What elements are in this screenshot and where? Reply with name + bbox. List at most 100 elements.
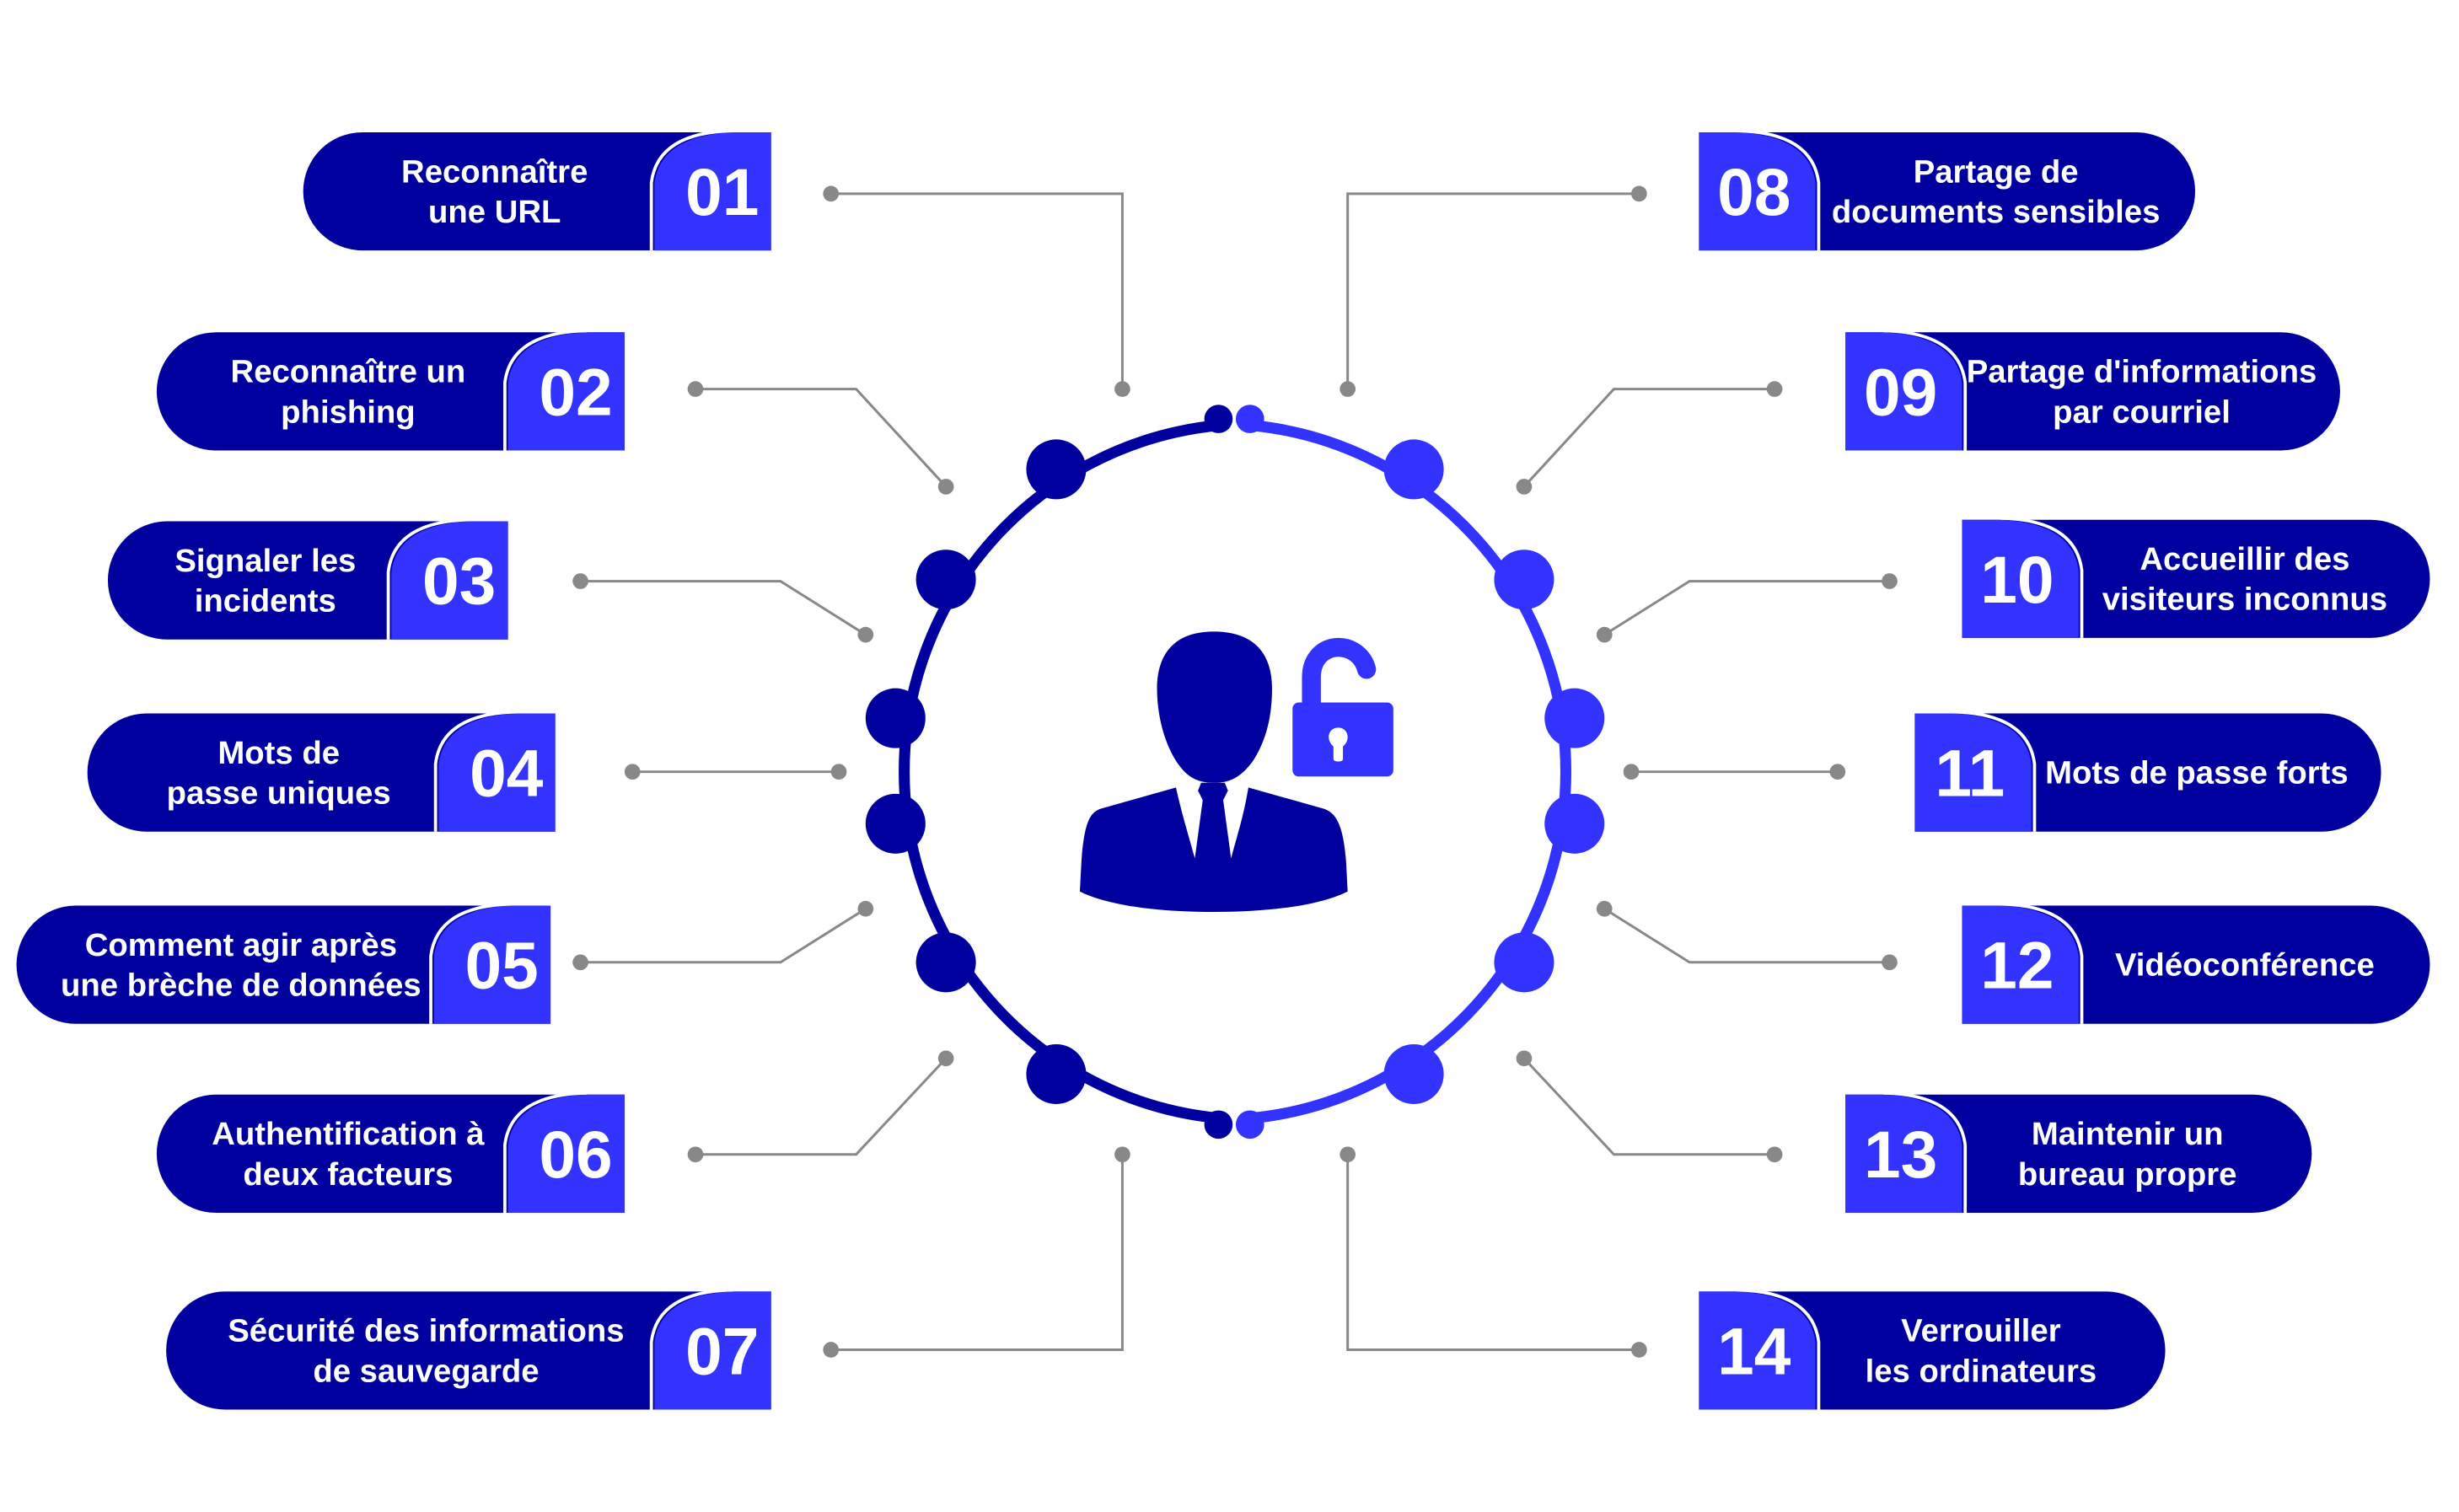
item-label: phishing (281, 394, 416, 430)
pill-background (16, 905, 551, 1024)
item-number: 04 (470, 737, 544, 811)
tab-divider (1737, 129, 1821, 251)
pill-background (1962, 905, 2430, 1024)
number-tab (1699, 1291, 1816, 1410)
item-label: Signaler les (174, 543, 356, 579)
topic-pill-07: 07 Sécurité des informations de sauvegarde (166, 1288, 771, 1410)
connector-line (1522, 388, 1775, 488)
connector-line (1603, 580, 1890, 636)
number-tab (507, 1094, 625, 1213)
connector-05 (572, 900, 874, 971)
item-number: 12 (1980, 929, 2054, 1003)
connector-02 (687, 381, 954, 495)
item-number: 03 (422, 544, 496, 619)
connector-13 (1516, 1050, 1783, 1163)
number-tab (507, 332, 625, 451)
ring-node (1494, 932, 1554, 993)
item-label: une brèche de données (61, 968, 421, 1004)
item-label: Authentification à (212, 1116, 485, 1152)
connector-dot (1516, 1050, 1533, 1067)
item-label: Mots de passe forts (2045, 755, 2349, 791)
ring-node (1544, 793, 1605, 854)
connector-dot (1516, 479, 1533, 495)
tab-divider (1882, 329, 1968, 451)
pill-background (303, 131, 771, 251)
pill-background (156, 332, 625, 451)
item-number: 09 (1864, 355, 1937, 429)
ring-node (865, 688, 926, 748)
item-label: documents sensibles (1832, 194, 2160, 230)
ring-node (1383, 1043, 1444, 1104)
pill-background (1699, 131, 2196, 251)
ring-node (1494, 550, 1554, 610)
connector-dot (830, 764, 847, 780)
connector-dot (1114, 381, 1130, 397)
tab-divider (2000, 516, 2084, 638)
connector-dot (572, 573, 588, 589)
connector-dot (937, 1050, 954, 1067)
ring-node (865, 793, 926, 854)
item-label: bureau propre (2018, 1156, 2237, 1193)
connector-line (695, 1057, 948, 1156)
connector-dot (823, 1342, 840, 1358)
ring-node-small (1204, 405, 1233, 433)
connector-dot (857, 900, 874, 917)
ring-node (1026, 1043, 1087, 1104)
tab-divider (1952, 710, 2037, 832)
tab-divider (433, 710, 518, 832)
connector-dot (687, 1146, 704, 1163)
item-label: Sécurité des informations (228, 1313, 624, 1349)
item-label: Partage d'informations (1967, 354, 2317, 390)
connector-14 (1340, 1146, 1647, 1358)
pill-background (166, 1291, 771, 1410)
connector-dot (857, 626, 874, 643)
connector-line (1603, 908, 1890, 964)
ring-node (1026, 439, 1087, 500)
ring-node (1383, 439, 1444, 500)
connector-03 (572, 573, 874, 643)
item-label: Accueillir des (2140, 541, 2349, 577)
item-label: Partage de (1914, 153, 2079, 190)
item-number: 07 (685, 1314, 759, 1388)
connector-line (830, 1154, 1124, 1352)
connector-line (1346, 192, 1640, 389)
connector-dot (1114, 1146, 1130, 1163)
item-number: 13 (1864, 1118, 1937, 1192)
item-label: passe uniques (167, 775, 391, 812)
item-label: les ordinateurs (1866, 1353, 2097, 1389)
number-tab (1962, 519, 2079, 638)
item-label: Maintenir un (2032, 1116, 2224, 1152)
item-number: 10 (1980, 543, 2054, 617)
connector-line (580, 580, 867, 636)
connector-dot (937, 479, 954, 495)
item-label: Reconnaître un (231, 354, 466, 390)
number-tab (654, 131, 771, 251)
item-label: Reconnaître (401, 153, 588, 190)
connector-dot (624, 764, 641, 780)
user-icon (1079, 631, 1348, 913)
tab-divider (429, 902, 513, 1024)
connector-line (1346, 1154, 1640, 1352)
connectors (572, 185, 1898, 1358)
connector-12 (1596, 900, 1898, 971)
connector-line (695, 388, 948, 488)
ring-node-small (1204, 1110, 1233, 1139)
number-tab (1962, 905, 2079, 1024)
connector-08 (1340, 185, 1647, 397)
connector-dot (823, 185, 840, 202)
pill-background (87, 713, 556, 832)
connector-line (830, 192, 1124, 389)
item-label: incidents (195, 583, 336, 619)
item-label: de sauvegarde (313, 1353, 539, 1389)
connector-dot (1829, 764, 1846, 780)
item-number: 01 (685, 155, 759, 229)
connector-11 (1623, 764, 1846, 780)
number-tab (438, 713, 556, 832)
